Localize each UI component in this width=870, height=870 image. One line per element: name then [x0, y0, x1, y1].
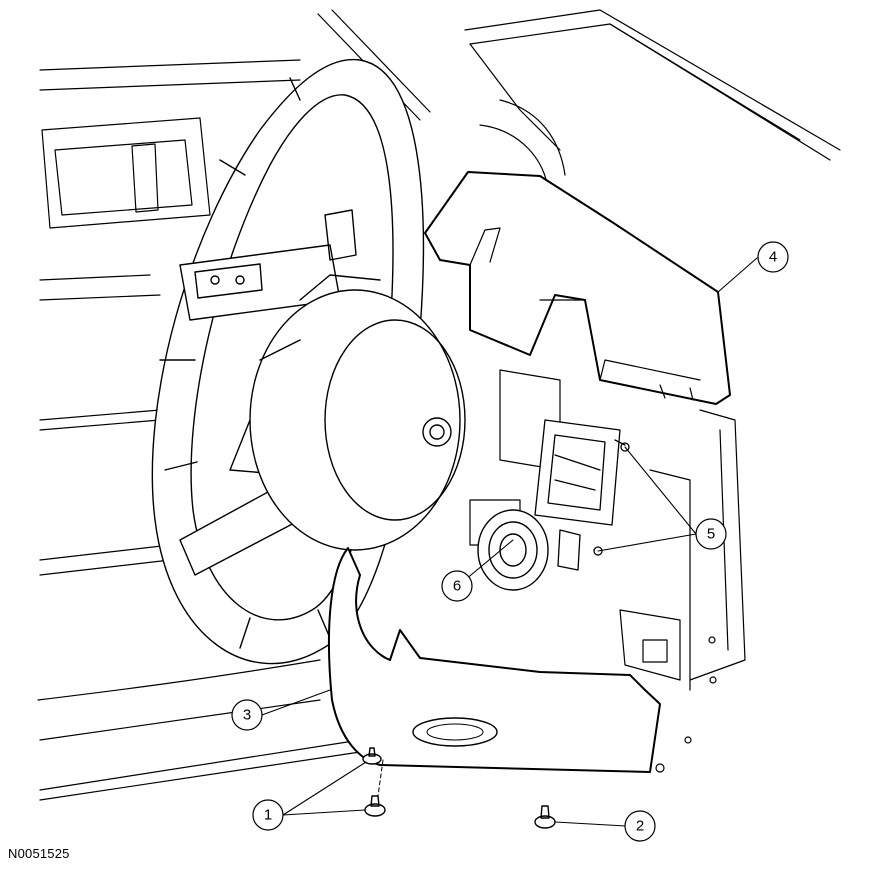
callout-5-label: 5	[707, 526, 715, 543]
callout-2: 2	[624, 810, 656, 842]
steering-column-hub	[249, 274, 466, 551]
figure-id: N0051525	[8, 846, 70, 861]
retainer-lower	[364, 795, 386, 817]
callout-3: 3	[231, 699, 263, 731]
retainer-upper	[362, 747, 382, 765]
upper-shroud	[424, 171, 731, 405]
install-line	[377, 759, 384, 797]
callout-4: 4	[757, 241, 789, 273]
callout-1: 1	[252, 799, 284, 831]
windshield-lines	[317, 9, 841, 161]
callout-4-label: 4	[769, 249, 777, 266]
ignition-lock-cylinder	[477, 509, 549, 591]
callout-6: 6	[441, 570, 473, 602]
lock-cylinder-bracket	[534, 419, 630, 571]
callout-2-label: 2	[636, 818, 644, 835]
callout-6-label: 6	[453, 578, 461, 595]
callout-3-label: 3	[243, 707, 251, 724]
callout-5: 5	[695, 518, 727, 550]
callout-1-label: 1	[264, 807, 272, 824]
door-panel	[37, 59, 361, 801]
lower-screw	[534, 805, 556, 829]
leader-lines	[261, 257, 758, 827]
